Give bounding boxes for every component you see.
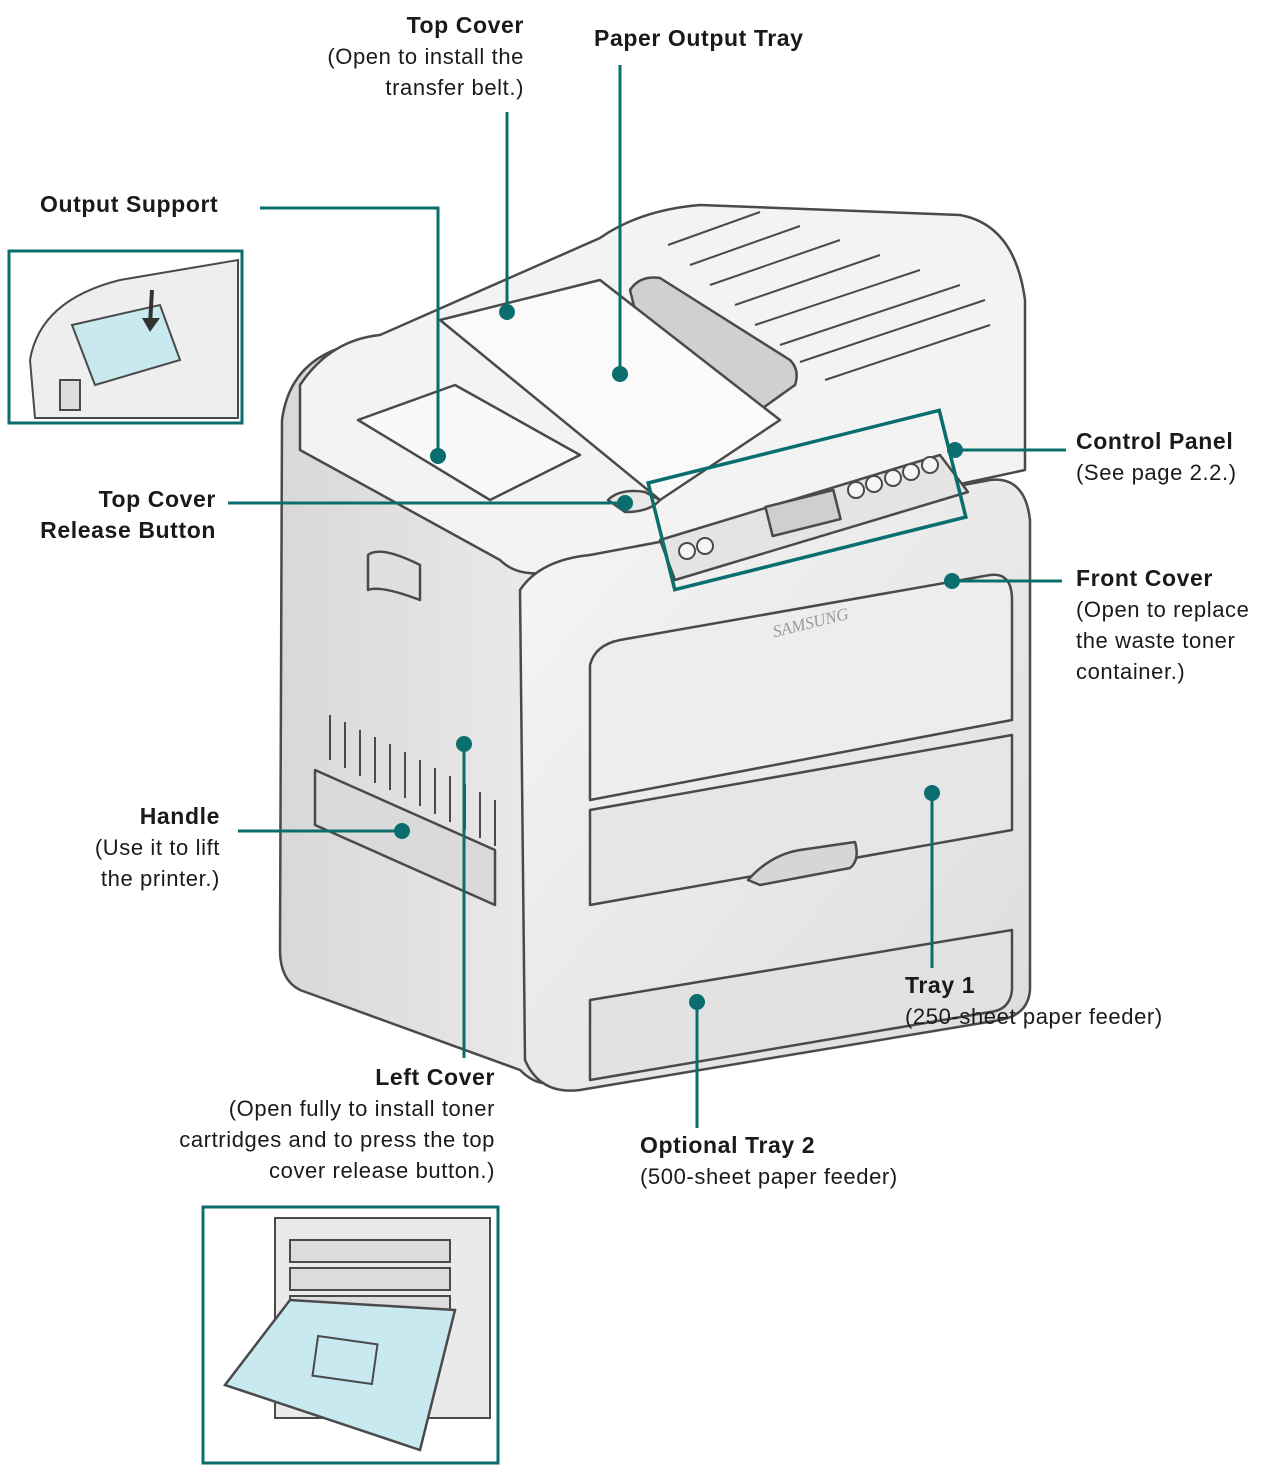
label-handle-desc-2: the printer.) [100, 866, 220, 891]
label-tray1: Tray 1 (250-sheet paper feeder) [905, 970, 1163, 1032]
output-support-flap [356, 383, 582, 502]
label-output-support-title: Output Support [40, 191, 219, 217]
callout-line-output-support [260, 206, 440, 456]
tray1-shape [588, 733, 1014, 907]
inset-output-support [7, 249, 244, 425]
label-optional-tray2-title: Optional Tray 2 [640, 1132, 816, 1158]
label-top-cover-desc-2: transfer belt.) [385, 75, 524, 100]
label-front-cover-desc-1: (Open to replace [1076, 597, 1250, 622]
label-optional-tray2: Optional Tray 2 (500-sheet paper feeder) [640, 1130, 898, 1192]
label-top-cover-title: Top Cover [406, 12, 524, 38]
label-top-cover-release-title-1: Top Cover [98, 486, 216, 512]
front-cover-panel [588, 573, 1014, 802]
label-paper-output-tray-title: Paper Output Tray [594, 25, 804, 51]
label-optional-tray2-desc-1: (500-sheet paper feeder) [640, 1164, 898, 1189]
label-handle-desc-1: (Use it to lift [94, 835, 220, 860]
label-left-cover-desc-2: cartridges and to press the top [179, 1127, 495, 1152]
label-left-cover-title: Left Cover [375, 1064, 495, 1090]
label-tray1-desc-1: (250-sheet paper feeder) [905, 1004, 1163, 1029]
label-front-cover-desc-2: the waste toner [1076, 628, 1236, 653]
label-top-cover-desc-1: (Open to install the [327, 44, 524, 69]
lcd-display [764, 488, 842, 538]
tray1-handle [746, 840, 858, 887]
left-cover-latch [366, 550, 422, 602]
callout-dots [394, 304, 963, 1010]
top-cover-plate [438, 278, 782, 502]
label-paper-output-tray: Paper Output Tray [594, 23, 804, 54]
label-control-panel-title: Control Panel [1076, 428, 1234, 454]
label-top-cover-release-title-2: Release Button [40, 517, 216, 543]
label-left-cover-desc-1: (Open fully to install toner [228, 1096, 495, 1121]
label-control-panel: Control Panel (See page 2.2.) [1076, 426, 1237, 488]
label-top-cover: Top Cover (Open to install the transfer … [327, 10, 524, 103]
label-handle-title: Handle [139, 803, 220, 829]
label-left-cover: Left Cover (Open fully to install toner … [179, 1062, 495, 1186]
label-left-cover-desc-3: cover release button.) [269, 1158, 495, 1183]
label-front-cover-title: Front Cover [1076, 565, 1213, 591]
label-output-support: Output Support [40, 189, 218, 220]
control-panel-highlight [646, 408, 968, 592]
panel-buttons [678, 456, 939, 560]
label-control-panel-desc-1: (See page 2.2.) [1076, 460, 1237, 485]
label-front-cover-desc-3: container.) [1076, 659, 1186, 684]
label-front-cover: Front Cover (Open to replace the waste t… [1076, 563, 1249, 687]
paper-output-slot [628, 276, 798, 412]
callouts [228, 65, 1066, 1128]
label-handle: Handle (Use it to lift the printer.) [95, 801, 220, 894]
printer [278, 203, 1032, 1092]
label-tray1-title: Tray 1 [905, 972, 976, 998]
label-top-cover-release: Top Cover Release Button [40, 484, 216, 546]
inset-left-cover-open [201, 1205, 500, 1465]
top-vents [667, 211, 991, 381]
